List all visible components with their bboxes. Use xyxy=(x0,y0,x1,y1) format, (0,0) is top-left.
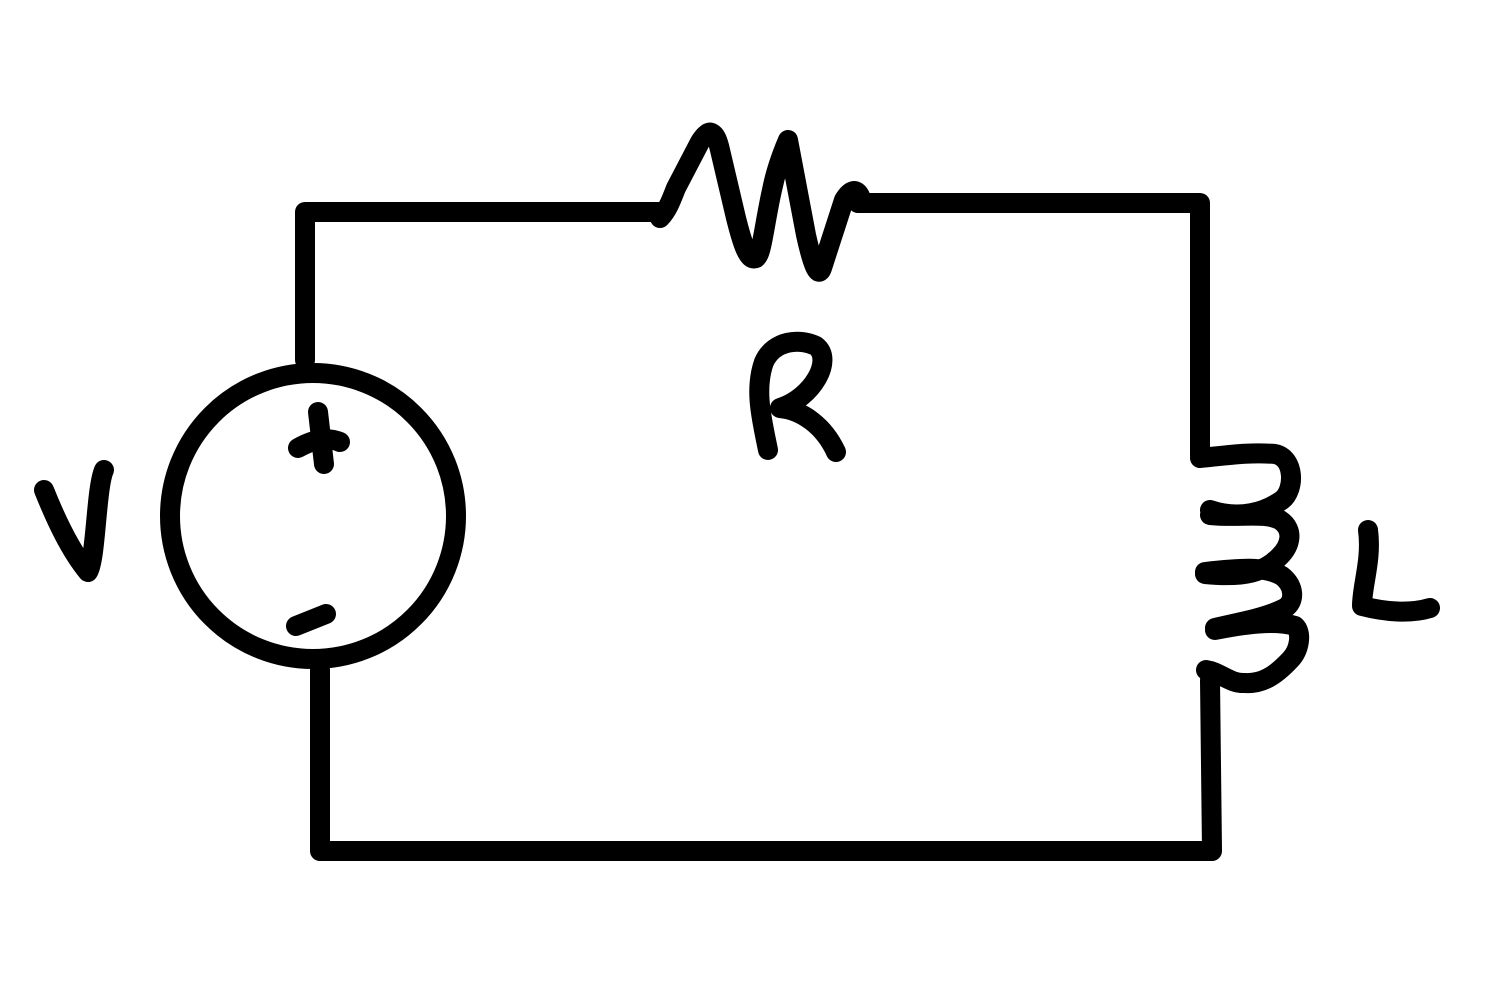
plus-sign-glyph xyxy=(288,402,350,474)
label-v: V xyxy=(74,519,75,521)
minus-sign-glyph xyxy=(286,604,336,636)
resistor-zigzag xyxy=(650,122,870,282)
label-l-glyph xyxy=(1352,520,1440,622)
wire-top-right xyxy=(848,193,1210,465)
label-r-glyph xyxy=(749,331,846,462)
wire-left-top xyxy=(295,202,670,370)
label-l: L xyxy=(1394,569,1395,571)
label-v-glyph xyxy=(34,460,114,582)
inductor-coils xyxy=(1190,443,1310,694)
wire-right-bottom xyxy=(310,660,1222,861)
voltage-source-circle xyxy=(160,363,466,669)
circuit-ink xyxy=(34,122,1440,861)
